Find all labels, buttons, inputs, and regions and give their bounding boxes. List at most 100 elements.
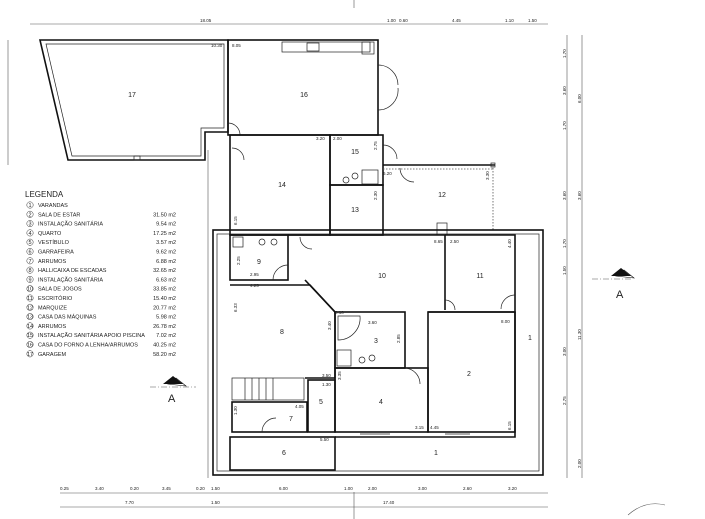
legend-room-name: VARANDAS <box>38 203 68 209</box>
svg-text:1.50: 1.50 <box>562 266 567 275</box>
svg-text:3.20: 3.20 <box>316 136 325 141</box>
svg-text:6: 6 <box>282 450 286 457</box>
legend-number: 8 <box>28 268 31 274</box>
svg-text:3.60: 3.60 <box>562 191 567 200</box>
svg-text:8: 8 <box>280 329 284 336</box>
svg-text:3.30: 3.30 <box>485 171 490 180</box>
svg-text:10.30: 10.30 <box>211 43 223 48</box>
svg-text:1.50: 1.50 <box>211 486 220 491</box>
svg-text:3.60: 3.60 <box>577 191 582 200</box>
legend-number: 1 <box>28 203 31 209</box>
legend-room-name: INSTALAÇÃO SANITÁRIA <box>38 276 103 283</box>
svg-text:10: 10 <box>378 273 386 280</box>
svg-text:2.25: 2.25 <box>236 256 241 265</box>
room-9-wc <box>229 234 289 281</box>
legend-number-circle <box>26 238 34 246</box>
legend-number-circle <box>26 257 34 265</box>
svg-text:3.00: 3.00 <box>562 347 567 356</box>
legend-number-circle <box>26 322 34 330</box>
svg-text:2.95: 2.95 <box>250 272 259 277</box>
svg-text:3.00: 3.00 <box>418 486 427 491</box>
svg-text:3.20: 3.20 <box>508 486 517 491</box>
legend-room-name: GARAGEM <box>38 352 67 358</box>
svg-text:3.50: 3.50 <box>322 373 331 378</box>
svg-text:A: A <box>616 289 624 301</box>
stairs <box>231 377 305 401</box>
svg-text:3.60: 3.60 <box>562 86 567 95</box>
svg-text:3: 3 <box>374 338 378 345</box>
legend-number-circle <box>26 220 34 228</box>
svg-text:8.00: 8.00 <box>501 319 510 324</box>
legend-room-name: GARRAFEIRA <box>38 250 74 256</box>
svg-text:3.40: 3.40 <box>327 321 332 330</box>
legend-room-name: HALL/CAIXA DE ESCADAS <box>38 268 107 274</box>
svg-text:2.30: 2.30 <box>373 191 378 200</box>
legend-number-circle <box>26 210 34 218</box>
svg-text:5: 5 <box>319 399 323 406</box>
svg-text:6.15: 6.15 <box>233 216 238 225</box>
dim-label: 1.00 <box>387 18 396 23</box>
dim-label: 1.50 <box>528 18 537 23</box>
svg-text:1: 1 <box>434 450 438 457</box>
room-16-oven-house <box>227 39 399 136</box>
svg-text:3.60: 3.60 <box>368 320 377 325</box>
room-12-canopy <box>383 162 496 236</box>
legend-room-area: 6.63 m2 <box>156 277 176 283</box>
legend-room-name: SALA DE ESTAR <box>38 212 80 218</box>
svg-text:6.20: 6.20 <box>383 171 392 176</box>
svg-text:4: 4 <box>379 399 383 406</box>
legend-number-circle <box>26 341 34 348</box>
legend-number-circle <box>26 201 34 209</box>
svg-text:15: 15 <box>351 149 359 156</box>
svg-text:2.85: 2.85 <box>396 334 401 343</box>
legend-room-area: 7.02 m2 <box>156 333 176 339</box>
svg-text:4.05: 4.05 <box>295 404 304 409</box>
svg-text:3.45: 3.45 <box>162 486 171 491</box>
svg-text:2.60: 2.60 <box>463 486 472 491</box>
svg-text:1.30: 1.30 <box>233 406 238 415</box>
legend-number: 14 <box>27 324 33 330</box>
svg-text:0.25: 0.25 <box>60 486 69 491</box>
legend-room-area: 58.20 m2 <box>153 352 176 358</box>
svg-text:6.33: 6.33 <box>233 303 238 312</box>
svg-text:4.45: 4.45 <box>430 425 439 430</box>
legend-number-circle <box>26 229 34 237</box>
border-curve <box>627 503 666 516</box>
legend-room-area: 31.50 m2 <box>153 212 176 218</box>
room-15-pool-wc <box>329 134 398 186</box>
legend-room-name: ARRUMOS <box>38 259 66 265</box>
room-6-wine-cellar <box>229 436 336 471</box>
legend-number-circle <box>26 303 34 311</box>
svg-text:9: 9 <box>257 259 261 266</box>
legend-number-circle <box>26 331 34 339</box>
main-house-outline <box>212 229 544 476</box>
svg-text:0.20: 0.20 <box>196 486 205 491</box>
legend-room-area: 3.57 m2 <box>156 240 176 246</box>
room-7-storage <box>231 401 308 433</box>
legend-room-name: ARRUMOS <box>38 324 66 330</box>
svg-text:2.00: 2.00 <box>368 486 377 491</box>
room-numbers: 17 16 14 15 13 12 9 10 11 8 3 2 1 4 5 7 … <box>128 92 532 457</box>
svg-text:1.00: 1.00 <box>344 486 353 491</box>
dim-label: 1.10 <box>505 18 514 23</box>
svg-text:1: 1 <box>528 335 532 342</box>
legend-room-name: SALA DE JOGOS <box>38 287 82 293</box>
svg-text:4.25: 4.25 <box>250 283 259 288</box>
svg-text:1.70: 1.70 <box>562 121 567 130</box>
legend-room-name: VESTÍBULO <box>38 239 70 246</box>
legend-number: 16 <box>27 343 33 349</box>
room-1-verandas <box>335 312 516 438</box>
legend-number: 15 <box>27 333 33 339</box>
